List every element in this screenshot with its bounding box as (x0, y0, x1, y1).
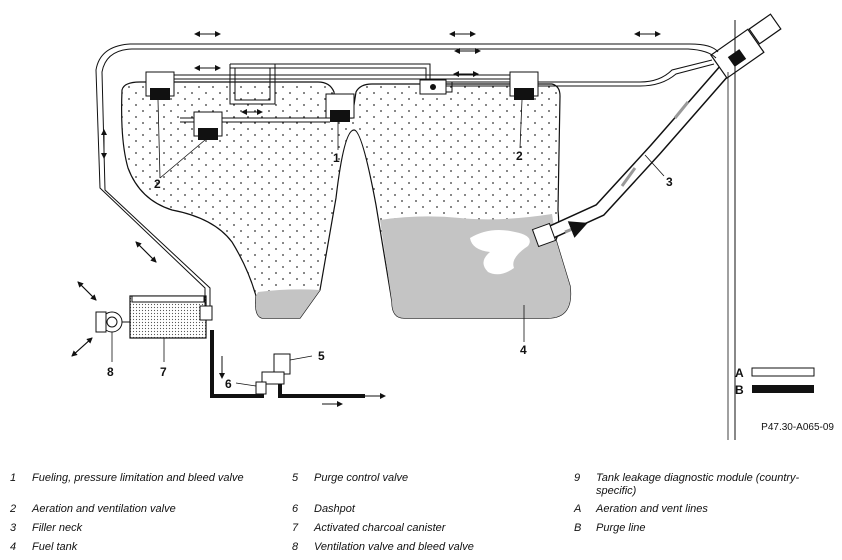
line-type-key: A B (735, 366, 815, 397)
filler-neck (531, 63, 732, 248)
flow-arrows (71, 31, 661, 407)
fueling-pressure-valve (325, 93, 355, 122)
callout-3: 3 (666, 175, 673, 189)
key-symbol-a (751, 367, 815, 377)
key-label-a: A (735, 366, 744, 380)
leader-lines (111, 99, 665, 387)
key-symbol-b (752, 385, 814, 393)
ventilation-bleed-valve (95, 311, 130, 333)
component-legend: 1 Fueling, pressure limitation and bleed… (10, 472, 800, 553)
callout-1: 1 (333, 151, 340, 165)
callout-2-left: 2 (154, 177, 161, 191)
key-label-b: B (735, 383, 744, 397)
filler-cap-assembly (710, 13, 782, 440)
aeration-ventilation-valve-middle (193, 111, 223, 140)
dashpot (255, 381, 267, 395)
callout-7: 7 (160, 365, 167, 379)
aeration-ventilation-valve-right (509, 71, 539, 100)
purge-control-valve (261, 353, 291, 385)
fuel-tank (121, 81, 572, 319)
callout-5: 5 (318, 349, 325, 363)
callout-4: 4 (520, 343, 527, 357)
aeration-vent-lines (95, 43, 719, 312)
aeration-ventilation-valve-left (145, 71, 175, 100)
callout-2-right: 2 (516, 149, 523, 163)
figure-code: P47.30-A065-09 (761, 422, 834, 433)
fuel-system-diagram: 2 1 2 3 4 5 6 7 8 A B P47.30-A065-09 (71, 13, 834, 440)
tee-connector (419, 79, 447, 95)
charcoal-canister (129, 295, 213, 339)
callout-8: 8 (107, 365, 114, 379)
callout-6: 6 (225, 377, 232, 391)
